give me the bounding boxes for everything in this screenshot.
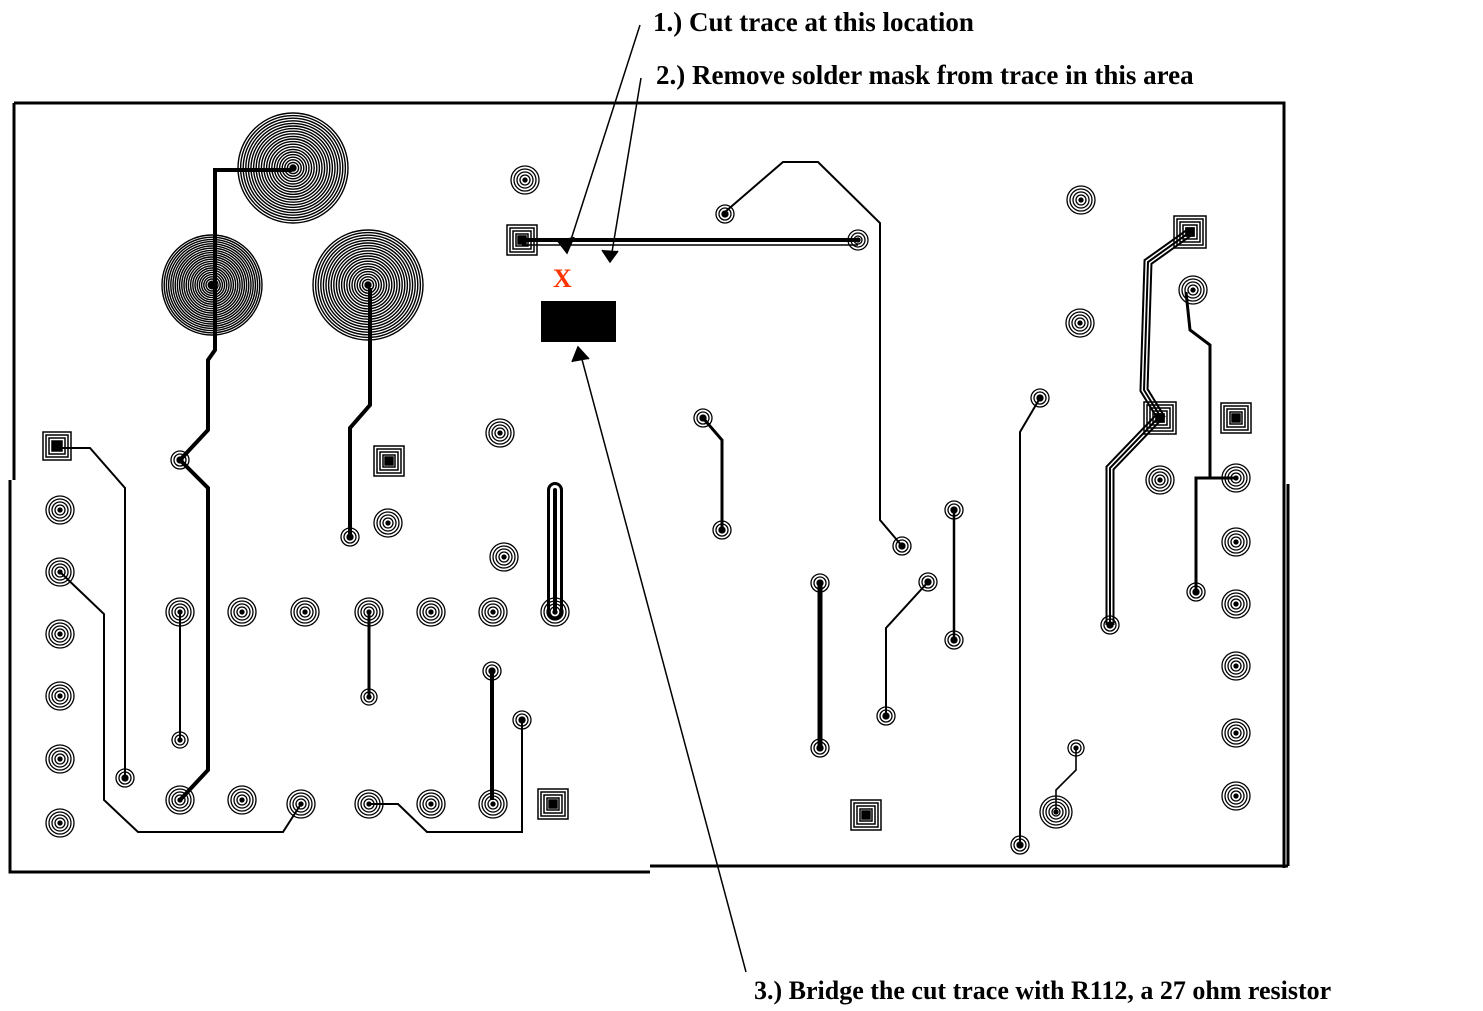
via-pad <box>512 710 532 730</box>
via-pad <box>416 789 446 819</box>
via-pad <box>290 597 320 627</box>
via-pad <box>510 165 540 195</box>
via-pad <box>482 661 502 681</box>
via-pad <box>1221 781 1251 811</box>
via-pad <box>165 597 195 627</box>
via-pad <box>286 789 316 819</box>
square-pad <box>1220 402 1252 434</box>
via-pad <box>485 418 515 448</box>
via-pad <box>918 572 938 592</box>
via-pad <box>1178 275 1208 305</box>
via-pad <box>1186 582 1206 602</box>
via-pad <box>1221 589 1251 619</box>
via-pad <box>876 706 896 726</box>
arrow-step1 <box>566 24 641 253</box>
via-pad <box>944 500 964 520</box>
via-pad <box>45 808 75 838</box>
square-pad <box>373 445 405 477</box>
via-pad <box>1221 651 1251 681</box>
via-pad <box>1039 795 1073 829</box>
via-pad <box>373 508 403 538</box>
square-pads <box>42 215 1252 831</box>
via-pad <box>45 619 75 649</box>
via-pad <box>1010 835 1030 855</box>
via-pad <box>227 785 257 815</box>
cut-marker: X <box>553 264 572 293</box>
via-pad <box>354 789 384 819</box>
annotation-step1: 1.) Cut trace at this location <box>653 7 974 37</box>
via-pad <box>416 597 446 627</box>
via-pad <box>712 520 732 540</box>
via-pad <box>540 597 570 627</box>
square-pad <box>850 799 882 831</box>
via-pad <box>1066 185 1096 215</box>
via-pad <box>478 597 508 627</box>
via-pad <box>1221 718 1251 748</box>
via-pad <box>115 768 135 788</box>
spiral-coils <box>161 112 424 341</box>
via-pad <box>354 597 384 627</box>
square-pad <box>1143 401 1177 435</box>
traces <box>59 161 1236 845</box>
via-pad <box>1067 739 1085 757</box>
via-pad <box>1221 527 1251 557</box>
square-pad <box>537 788 569 820</box>
resistor-r112-location <box>541 301 616 342</box>
via-pad <box>45 495 75 525</box>
board-outline <box>8 101 1290 874</box>
via-pad <box>810 573 830 593</box>
annotation-step2: 2.) Remove solder mask from trace in thi… <box>656 60 1194 90</box>
via-pad <box>1100 615 1120 635</box>
via-pad <box>340 527 360 547</box>
annotation-step3: 3.) Bridge the cut trace with R112, a 27… <box>754 976 1332 1005</box>
via-pad <box>1145 465 1175 495</box>
via-pad <box>1065 308 1095 338</box>
via-pad <box>715 204 735 224</box>
arrow-step2 <box>610 77 642 259</box>
coil-left <box>161 234 263 336</box>
round-pads <box>45 165 1251 855</box>
via-pad <box>45 557 75 587</box>
via-pad <box>171 731 189 749</box>
square-pad <box>42 431 72 461</box>
via-pad <box>360 688 378 706</box>
via-pad <box>170 450 190 470</box>
arrow-step3 <box>579 351 747 973</box>
via-pad <box>45 744 75 774</box>
via-pad <box>810 738 830 758</box>
via-pad <box>489 542 519 572</box>
via-pad <box>45 681 75 711</box>
via-pad <box>944 630 964 650</box>
square-pad <box>1173 215 1207 249</box>
via-pad <box>693 408 713 428</box>
via-pad <box>1030 388 1050 408</box>
via-pad <box>478 789 508 819</box>
square-pad <box>506 224 538 256</box>
via-pad <box>227 597 257 627</box>
via-pad <box>165 785 195 815</box>
via-pad <box>1221 463 1251 493</box>
via-pad <box>847 229 869 251</box>
leader-arrows <box>556 24 747 973</box>
via-pad <box>892 536 912 556</box>
